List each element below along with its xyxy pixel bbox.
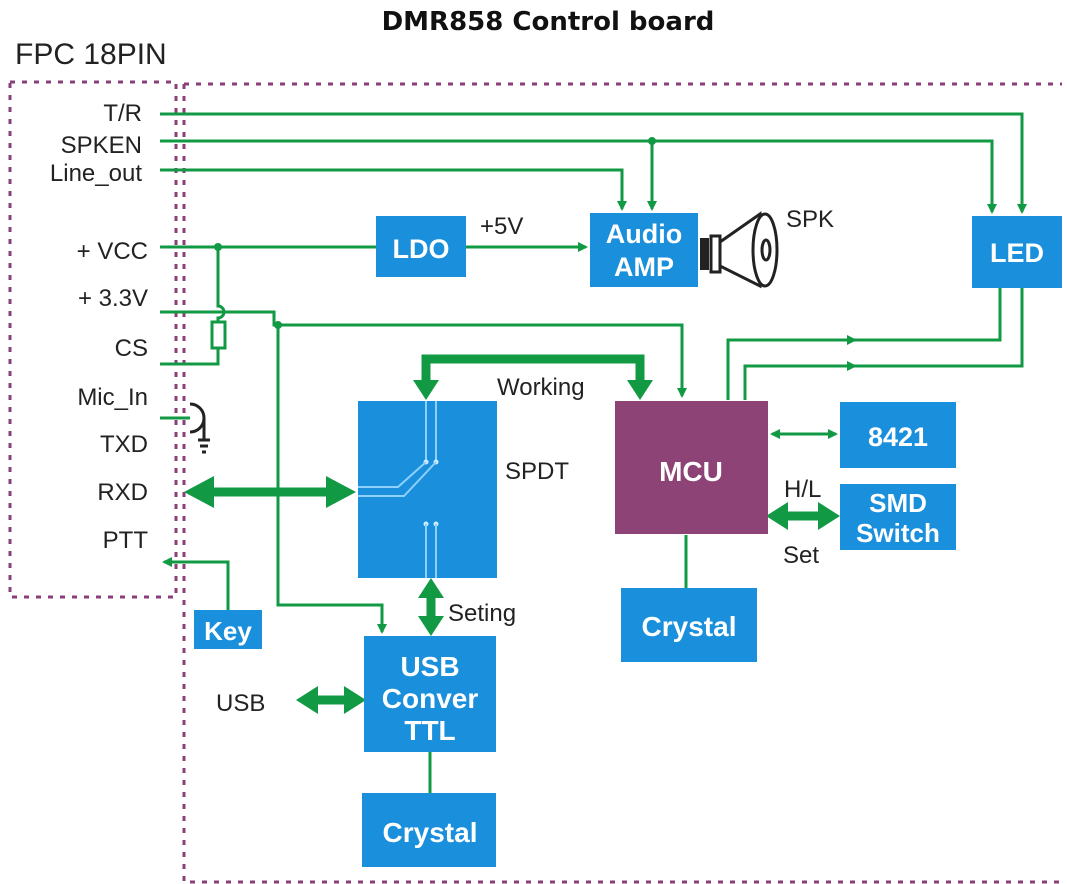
connector-outline bbox=[8, 80, 178, 599]
led-block: LED bbox=[972, 216, 1062, 288]
svg-text:Switch: Switch bbox=[856, 518, 940, 548]
svg-text:8421: 8421 bbox=[868, 422, 928, 452]
svg-text:TTL: TTL bbox=[404, 715, 455, 746]
label-set: Set bbox=[783, 542, 819, 569]
connector-pins: T/R SPKEN Line_out + VCC + 3.3V CS Mic_I… bbox=[50, 100, 148, 554]
wire-3v3-usb bbox=[276, 325, 387, 634]
svg-text:Conver: Conver bbox=[382, 683, 479, 714]
label-spdt: SPDT bbox=[505, 458, 569, 485]
wire-led-mcu-1 bbox=[726, 288, 1002, 400]
pin-txd: TXD bbox=[100, 431, 148, 458]
crystal-usb-block: Crystal bbox=[362, 793, 496, 867]
speaker-icon bbox=[700, 211, 779, 289]
pin-cs: CS bbox=[115, 335, 148, 362]
label-seting: Seting bbox=[448, 600, 516, 627]
dip-8421-block: 8421 bbox=[840, 402, 956, 468]
mcu-block: MCU bbox=[615, 401, 768, 534]
svg-text:Crystal: Crystal bbox=[642, 611, 737, 642]
pin-3v3: + 3.3V bbox=[78, 285, 148, 312]
pin-line-out: Line_out bbox=[50, 160, 142, 187]
smd-switch-block: SMD Switch bbox=[840, 484, 956, 550]
svg-text:Audio: Audio bbox=[606, 219, 682, 249]
pin-rxd: RXD bbox=[97, 479, 148, 506]
microphone-icon bbox=[160, 402, 210, 454]
svg-text:AMP: AMP bbox=[614, 252, 674, 282]
pin-tr: T/R bbox=[103, 100, 142, 127]
usb-converter-block: USB Conver TTL bbox=[364, 636, 496, 752]
pin-mic-in: Mic_In bbox=[77, 384, 148, 411]
label-plus5v: +5V bbox=[480, 213, 523, 240]
key-block: Key bbox=[194, 610, 262, 649]
ldo-block: LDO bbox=[376, 216, 466, 277]
label-spk: SPK bbox=[786, 206, 834, 233]
wire-led-mcu-2 bbox=[743, 288, 1024, 400]
bus-working bbox=[421, 354, 645, 384]
pin-ptt: PTT bbox=[103, 527, 149, 554]
svg-text:LED: LED bbox=[990, 238, 1044, 268]
board-outline bbox=[182, 82, 1062, 884]
wire-spken bbox=[160, 139, 997, 214]
label-usb: USB bbox=[216, 690, 265, 717]
svg-text:SMD: SMD bbox=[869, 488, 927, 518]
pin-spken: SPKEN bbox=[61, 132, 142, 159]
wire-ptt bbox=[162, 557, 230, 610]
svg-text:MCU: MCU bbox=[659, 456, 723, 487]
label-working: Working bbox=[497, 374, 585, 401]
bus-arrows bbox=[184, 354, 840, 714]
connector-label: FPC 18PIN bbox=[15, 38, 167, 71]
svg-text:USB: USB bbox=[400, 651, 459, 682]
svg-text:Crystal: Crystal bbox=[383, 817, 478, 848]
diagram-title: DMR858 Control board bbox=[382, 7, 715, 37]
svg-text:Key: Key bbox=[204, 616, 252, 646]
wire-line-out bbox=[160, 168, 627, 211]
spdt-switch bbox=[358, 401, 497, 578]
wires bbox=[160, 112, 1027, 793]
wire-tr bbox=[160, 112, 1027, 214]
pin-vcc: + VCC bbox=[77, 238, 148, 265]
crystal-mcu-block: Crystal bbox=[621, 588, 757, 662]
pullup-resistor bbox=[210, 320, 227, 350]
wire-cs bbox=[160, 348, 220, 366]
svg-text:LDO: LDO bbox=[393, 234, 450, 264]
label-hl: H/L bbox=[784, 476, 821, 503]
audio-amp-block: Audio AMP bbox=[590, 213, 698, 287]
